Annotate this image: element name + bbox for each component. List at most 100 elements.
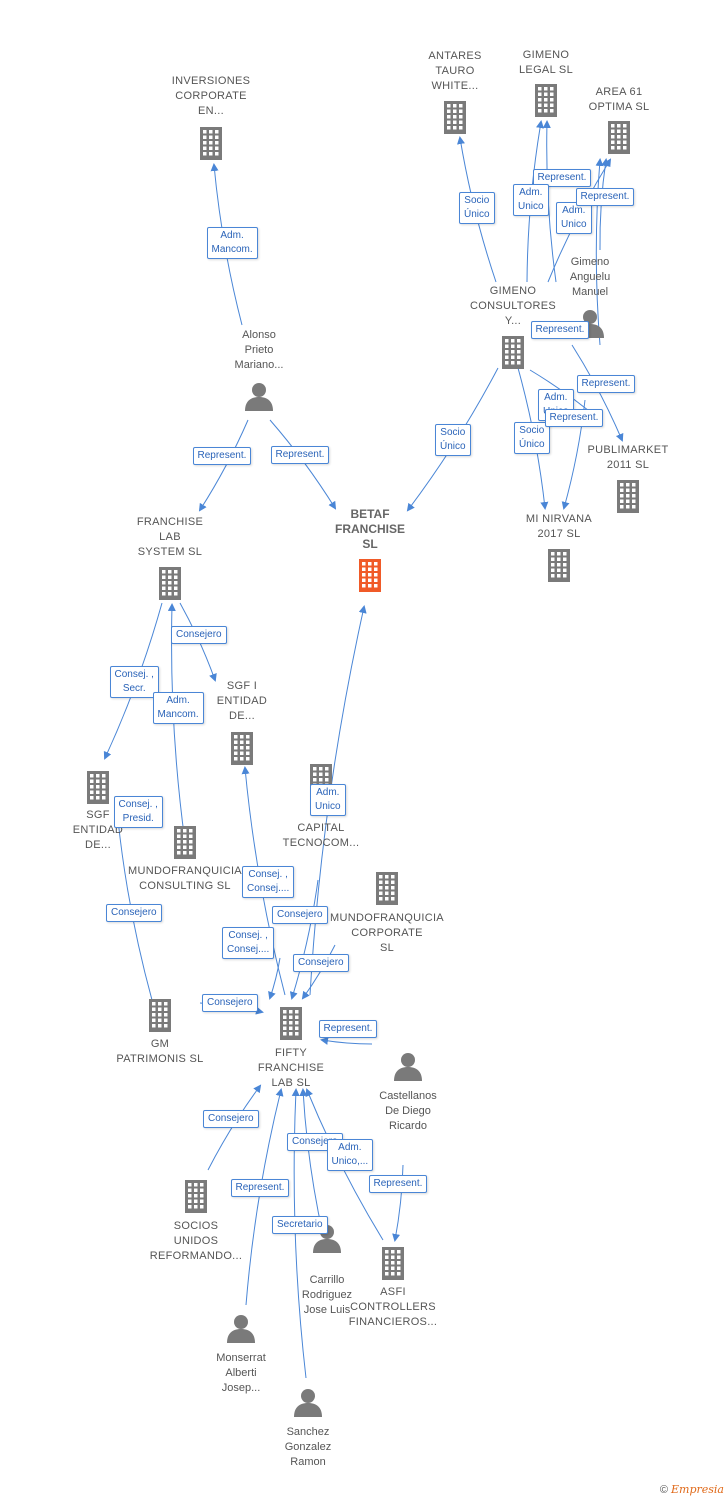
building-icon — [157, 566, 183, 605]
edge-line — [320, 1037, 373, 1045]
copyright-symbol: © — [659, 1484, 668, 1496]
edge-label[interactable]: Socio Único — [514, 422, 550, 454]
node-monserrat[interactable]: Monserrat Alberti Josep... — [171, 1313, 311, 1399]
edge-label[interactable]: Represent. — [230, 1179, 290, 1197]
node-label: MI NIRVANA 2017 SL — [525, 513, 593, 540]
node-mf-corporate[interactable]: MUNDOFRANQUICIA CORPORATE SL — [317, 871, 457, 959]
node-inversiones[interactable]: INVERSIONES CORPORATE EN... — [141, 74, 281, 160]
node-label: PUBLIMARKET 2011 SL — [587, 444, 669, 471]
node-antares[interactable]: ANTARES TAURO WHITE... — [385, 49, 525, 134]
edge-label[interactable]: Adm. Unico — [513, 184, 549, 216]
node-carrillo[interactable]: Carrillo Rodriguez Jose Luis — [257, 1223, 397, 1321]
edge-label[interactable]: Represent. — [270, 446, 330, 464]
node-label: SGF I ENTIDAD DE... — [216, 680, 268, 722]
edge-label[interactable]: Consejero — [106, 904, 162, 922]
edge-line — [289, 879, 319, 1000]
building-icon — [229, 731, 255, 770]
edge-label[interactable]: Adm. Unico,... — [326, 1139, 374, 1171]
edge-label[interactable]: Represent. — [544, 409, 604, 427]
node-label: FIFTY FRANCHISE LAB SL — [257, 1047, 325, 1089]
node-franchise-lab[interactable]: FRANCHISE LAB SYSTEM SL — [100, 515, 240, 600]
node-label: Carrillo Rodriguez Jose Luis — [301, 1274, 353, 1316]
node-sgf-i[interactable]: SGF I ENTIDAD DE... — [172, 679, 312, 765]
brand-name: Empresia — [671, 1483, 724, 1496]
building-icon — [85, 770, 111, 809]
edge-label[interactable]: Represent. — [368, 1175, 428, 1193]
edge-label[interactable]: Consej. , Consej.... — [242, 866, 295, 898]
edge-label[interactable]: Adm. Mancom. — [152, 692, 204, 724]
edge-line — [291, 1088, 307, 1379]
building-icon — [615, 479, 641, 518]
building-icon — [606, 120, 632, 159]
node-label: GIMENO LEGAL SL — [519, 49, 573, 76]
node-mf-consulting[interactable]: MUNDOFRANQUICIA CONSULTING SL — [115, 825, 255, 912]
node-label: ASFI CONTROLLERS FINANCIEROS... — [348, 1286, 438, 1328]
node-alonso[interactable]: Alonso Prieto Mariano... — [189, 328, 329, 415]
edge-label[interactable]: Socio Único — [435, 424, 471, 456]
edge-line — [207, 1084, 262, 1171]
building-icon — [500, 335, 526, 374]
node-publimarket[interactable]: PUBLIMARKET 2011 SL — [558, 443, 698, 513]
node-label: FRANCHISE LAB SYSTEM SL — [136, 516, 204, 558]
node-label: SGF ENTIDAD DE... — [72, 809, 124, 851]
edge-label[interactable]: Consejero — [203, 1110, 259, 1128]
node-label: SOCIOS UNIDOS REFORMANDO... — [149, 1220, 243, 1262]
edge-label[interactable]: Consejero — [171, 626, 227, 644]
node-socios-unidos[interactable]: SOCIOS UNIDOS REFORMANDO... — [126, 1179, 266, 1267]
node-label: Sanchez Gonzalez Ramon — [284, 1426, 332, 1468]
edge-label[interactable]: Consej. , Consej.... — [222, 927, 275, 959]
edge-line — [595, 158, 604, 346]
edge-label[interactable]: Consej. , Presid. — [113, 796, 163, 828]
edge-label[interactable]: Consejero — [293, 954, 349, 972]
edge-line — [198, 419, 249, 512]
edge-label[interactable]: Represent. — [532, 169, 592, 187]
edge-label[interactable]: Socio Único — [459, 192, 495, 224]
edge-label[interactable]: Adm. Mancom. — [206, 227, 258, 259]
building-icon — [380, 1246, 406, 1285]
edge-line — [392, 1164, 404, 1242]
node-gimeno-legal[interactable]: GIMENO LEGAL SL — [476, 48, 616, 117]
building-icon — [533, 83, 559, 122]
node-label: MUNDOFRANQUICIA CORPORATE SL — [330, 912, 444, 954]
edge-label[interactable]: Represent. — [575, 188, 635, 206]
node-label: Monserrat Alberti Josep... — [216, 1352, 266, 1394]
node-sanchez[interactable]: Sanchez Gonzalez Ramon — [238, 1387, 378, 1473]
node-fifty[interactable]: FIFTY FRANCHISE LAB SL — [221, 1006, 361, 1094]
edge-label[interactable]: Represent. — [576, 375, 636, 393]
edge-label[interactable]: Adm. Unico — [556, 202, 592, 234]
building-icon — [183, 1179, 209, 1218]
node-area61[interactable]: AREA 61 OPTIMA SL — [549, 85, 689, 154]
node-gimeno-consultores[interactable]: GIMENO CONSULTORES Y... — [443, 284, 583, 369]
edge-label[interactable]: Consejero — [272, 906, 328, 924]
node-label: GIMENO CONSULTORES Y... — [469, 285, 557, 327]
person-icon — [226, 1313, 256, 1348]
node-label: INVERSIONES CORPORATE EN... — [171, 75, 251, 117]
edge-label[interactable]: Adm. Unico — [310, 784, 346, 816]
node-gimeno-anguelu[interactable]: Gimeno Anguelu Manuel — [520, 255, 660, 342]
person-icon — [393, 1051, 423, 1086]
node-asfi[interactable]: ASFI CONTROLLERS FINANCIEROS... — [323, 1246, 463, 1333]
building-icon — [546, 548, 572, 587]
node-nu-capital[interactable]: NU CAPITAL TECNOCOM... — [251, 763, 391, 854]
building-icon — [198, 126, 224, 165]
node-sgf[interactable]: SGF ENTIDAD DE... — [28, 770, 168, 856]
building-icon — [278, 1006, 304, 1045]
node-betaf[interactable]: BETAF FRANCHISE SL — [300, 507, 440, 592]
node-mi-nirvana[interactable]: MI NIRVANA 2017 SL — [489, 512, 629, 582]
building-icon — [172, 825, 198, 864]
node-label: Alonso Prieto Mariano... — [234, 329, 284, 371]
edge-label[interactable]: Represent. — [318, 1020, 378, 1038]
edge-label[interactable]: Represent. — [530, 321, 590, 339]
edge-label[interactable]: Represent. — [192, 447, 252, 465]
building-icon — [442, 100, 468, 139]
node-gm-patrimonis[interactable]: GM PATRIMONIS SL — [90, 998, 230, 1085]
node-label: BETAF FRANCHISE SL — [334, 507, 405, 551]
node-castellanos[interactable]: Castellanos De Diego Ricardo — [338, 1051, 478, 1137]
edge-label[interactable]: Consejero — [202, 994, 258, 1012]
node-label: ANTARES TAURO WHITE... — [428, 50, 482, 92]
footer-brand[interactable]: © Empresia — [660, 1483, 724, 1496]
edge-line — [301, 944, 336, 1000]
edge-label[interactable]: Secretario — [272, 1216, 328, 1234]
edge-label[interactable]: Consej. , Secr. — [109, 666, 159, 698]
